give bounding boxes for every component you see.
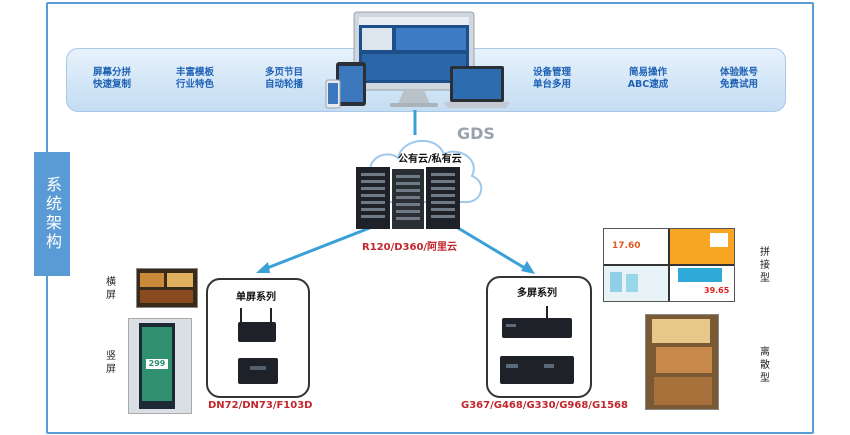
feature-line: 免费试用 [719,79,758,90]
landscape-label: 横屏 [106,277,116,301]
splice-price-1: 17.60 [612,241,641,251]
system-architecture-tab: 系统架构 [34,152,70,276]
product-bottle [626,274,638,292]
food-photo [140,290,193,303]
multi-screen-title: 多屏系列 [517,288,557,299]
single-screen-models: DN72/DN73/F103D [208,400,313,411]
feature-line: 快速复制 [92,79,131,90]
product-box [678,268,722,282]
portrait-screen-image: 299 [128,318,192,414]
product-bottle [610,272,622,292]
server-rack-icon [356,167,460,229]
product-box [710,233,728,247]
splice-panel: 17.60 [604,229,670,266]
portrait-label: 竖屏 [106,351,116,375]
feature-split-screen: 屏幕分拼 快速复制 [77,67,147,91]
feature-line: 丰富模板 [175,67,214,78]
gds-label: GDS [457,124,495,143]
feature-line: 自动轮播 [264,79,303,90]
side-tab-label: 系统架构 [43,176,62,252]
single-player-devices [238,308,278,384]
landscape-screen-image [136,268,198,308]
kiosk-price: 299 [146,359,168,369]
food-photo [167,273,193,287]
splice-panel [604,266,670,301]
multi-player-devices [500,306,574,384]
discrete-label: 离散型 [760,347,770,384]
feature-easy-operation: 简易操作 ABC速成 [613,67,683,91]
feature-line: ABC速成 [627,79,669,90]
feature-line: 屏幕分拼 [92,67,131,78]
splice-panel: 39.65 [670,266,734,301]
feature-line: 多页节目 [264,67,303,78]
devices-illustration [325,11,510,109]
feature-line: 单台多用 [532,79,571,90]
feature-multipage: 多页节目 自动轮播 [249,67,319,91]
multi-screen-models: G367/G468/G330/G968/G1568 [461,400,628,411]
feature-device-mgmt: 设备管理 单台多用 [517,67,587,91]
feature-line: 体验账号 [719,67,758,78]
feature-line: 设备管理 [532,67,571,78]
discrete-panel [652,319,710,343]
food-photo [140,273,164,287]
cloud-label: 公有云/私有云 [398,154,462,165]
feature-line: 简易操作 [628,67,667,78]
feature-line: 行业特色 [175,79,214,90]
splice-label: 拼接型 [760,247,770,284]
splice-panel [670,229,734,266]
server-label: R120/D360/阿里云 [362,242,458,253]
discrete-panel [654,377,712,405]
discrete-panel [656,347,712,373]
discrete-screens-image [645,314,719,410]
feature-templates: 丰富模板 行业特色 [160,67,230,91]
splice-price-2: 39.65 [704,286,730,295]
single-screen-title: 单屏系列 [236,292,276,303]
splice-wall-image: 17.60 39.65 [603,228,735,302]
feature-trial-account: 体验账号 免费试用 [704,67,774,91]
